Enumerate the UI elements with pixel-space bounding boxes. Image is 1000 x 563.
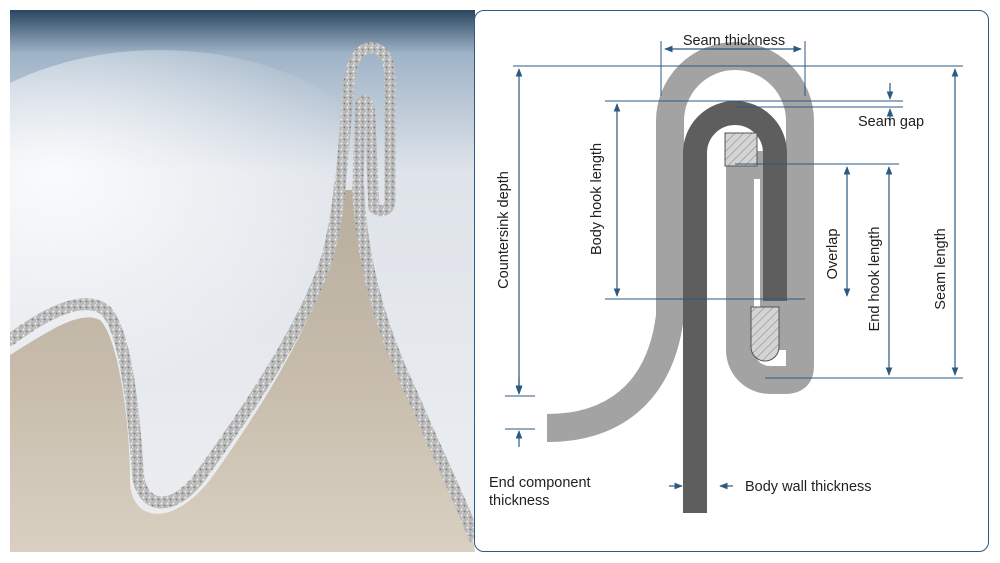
body-hook-length-label: Body hook length (589, 143, 605, 255)
body-wall (683, 101, 787, 513)
extension-lines (505, 41, 963, 430)
end-component-thickness-label-line2: thickness (489, 493, 549, 509)
seam-thickness-label: Seam thickness (683, 33, 785, 49)
hatched-section-bottom (750, 306, 780, 362)
body-wall-thickness-label: Body wall thickness (745, 479, 872, 495)
hatched-section-top (724, 132, 758, 167)
diagram-drawing: Seam thickness Seam gap Countersink dept… (489, 33, 963, 513)
end-component-thickness-label-line1: End component (489, 475, 591, 491)
overlap-label: Overlap (825, 229, 841, 280)
end-hook-length-label: End hook length (867, 227, 883, 332)
seam-dimension-diagram: Seam thickness Seam gap Countersink dept… (474, 10, 989, 552)
seam-cross-section-photo (10, 10, 475, 552)
end-component-outer-curl (546, 42, 814, 442)
countersink-depth-label: Countersink depth (496, 171, 512, 289)
seam-photo-illustration (10, 10, 475, 552)
seam-length-label: Seam length (933, 228, 949, 309)
seam-gap-label: Seam gap (858, 114, 924, 130)
dimension-arrows (515, 45, 959, 490)
